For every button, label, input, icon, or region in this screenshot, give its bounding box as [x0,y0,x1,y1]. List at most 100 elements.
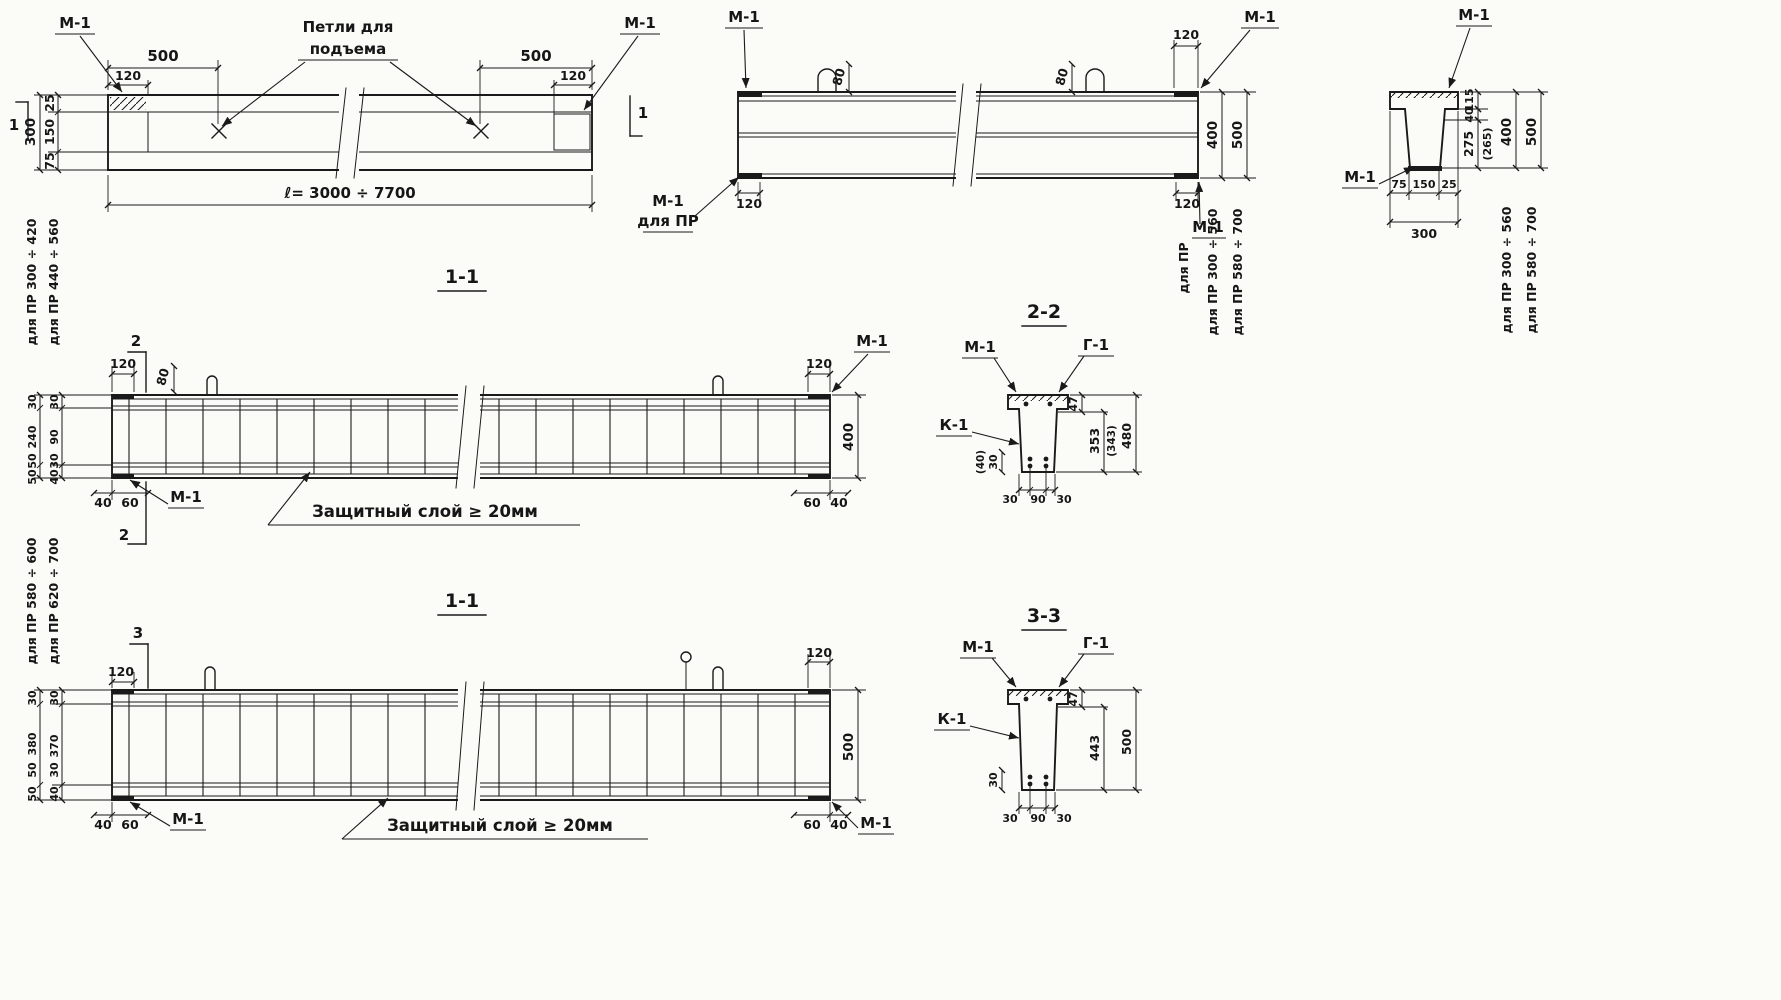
break-line [473,385,485,489]
lifting-loops-label-line2: подъема [310,40,387,58]
bot-cut-markers: 3 [129,624,149,689]
elev-dim-500: 500 [1230,121,1246,149]
s22-dim-47: 47 [1067,396,1080,411]
bot-left-inner-dim-3: 30 [48,762,61,778]
plan-dimensions: 500 120 500 120 25 150 75 300 ℓ= 3000 ÷ … [23,47,596,212]
mid-dim-40-bottom-left: 40 [94,495,112,510]
bot-dim-40-bottom-right: 40 [830,817,848,832]
bot-left-outer-dim-2: 380 [26,732,39,755]
bot-range-a-label: для ПР 580 ÷ 600 [24,537,39,664]
embed-plate [112,690,134,694]
bot-left-outer-dim-3: 50 [26,762,39,778]
rebar-dot [1047,401,1053,407]
s22-dimensions: 47 353 (343) 480 30 (40) 30 90 30 [975,391,1142,506]
cut-number: 1 [9,116,19,134]
cross-m1-left: М-1 [1344,168,1376,186]
cross-section-labels: М-1 М-1 [1342,6,1492,189]
bot-left-inner-dim-4: 40 [48,786,61,802]
s22-dim-353: 353 [1087,428,1102,454]
cross-dim-400: 400 [1499,118,1515,146]
bot-range-b-label: для ПР 620 ÷ 700 [46,537,61,664]
s33-dim-30-left: 30 [987,772,1000,788]
plan-dim-300: 300 [23,118,39,146]
mid-dim-60-bottom-right: 60 [803,495,821,510]
cut-number-2-bottom: 2 [119,526,129,544]
s33-dim-443: 443 [1087,735,1102,761]
s22-g1-label: Г-1 [1083,336,1109,354]
cross-section-outline [1389,91,1459,171]
plan-beam-outline [107,87,593,179]
cross-dim-115: 115 [1463,89,1476,112]
cross-dim-25: 25 [1441,178,1456,191]
mid-dimensions: 120 80 120 400 30 240 50 50 30 90 30 40 … [24,218,866,510]
plan-dim-500-left: 500 [147,47,178,65]
cross-section-view: 115 40 275 (265) 400 500 для ПР 300 ÷ 56… [1342,6,1548,333]
section-cut-marker-1-right: 1 [629,95,648,137]
bot-labels: М-1 Защитный слой ≥ 20мм М-1 [129,797,894,840]
elev-dim-120-bottom-right: 120 [1174,196,1200,211]
bot-dim-120-right: 120 [806,645,832,660]
s33-dimensions: 47 443 500 30 30 90 30 [987,686,1142,825]
cross-embed-plate-hatch [1390,92,1458,98]
lifting-loop [712,375,724,396]
break-line [353,87,365,179]
embed-plate [1174,92,1198,97]
embed-plate [738,92,762,97]
elev-m1-top-right: М-1 [1244,8,1276,26]
section-1-1-mid-view: 1-1 2 2 [24,218,890,545]
rebar-dot [1043,781,1049,787]
cross-dim-275: 275 [1461,131,1476,157]
bot-dim-60-bottom-left: 60 [121,817,139,832]
elev-m1-top-left: М-1 [728,8,760,26]
elev-dim-120-bottom-left: 120 [736,196,762,211]
plan-m1-left-label: М-1 [59,14,91,32]
rebar-dot [1043,456,1049,462]
s33-dim-90-bottom: 90 [1030,812,1046,825]
rebar-dot [1027,456,1033,462]
s33-dim-500: 500 [1119,729,1134,755]
elev-dim-400: 400 [1205,121,1221,149]
elevation-view: 80 80 120 120 120 400 500 для ПР 300 ÷ 5… [637,8,1279,335]
cross-dim-265-alt: (265) [1481,127,1494,160]
cut-number-3-top: 3 [133,624,143,642]
s22-dim-30-bottom-2: 30 [1056,493,1072,506]
s22-dim-343-alt: (343) [1106,425,1118,457]
lifting-loop-end-view [680,651,692,663]
cross-dim-75: 75 [1391,178,1406,191]
mid-dim-80: 80 [153,366,172,387]
rebar-dot [1027,463,1033,469]
bot-m1-bottom-left: М-1 [172,810,204,828]
rebar-dot [1027,774,1033,780]
plan-right-pocket [553,113,591,151]
cut-number-2-top: 2 [131,332,141,350]
plan-dim-150: 150 [42,119,57,145]
elev-dim-120-top-right: 120 [1173,27,1199,42]
mid-dim-120-left: 120 [110,356,136,371]
mid-range-a-label: для ПР 300 ÷ 420 [24,218,39,345]
elev-range-400-label: для ПР 300 ÷ 560 [1205,208,1220,335]
s22-k1-label: К-1 [940,416,969,434]
rebar-dot [1047,696,1053,702]
embed-plate [808,690,830,694]
mid-left-outer-dim-4: 50 [26,469,39,485]
s22-labels: М-1 Г-1 К-1 [936,336,1114,446]
plan-m1-right-label: М-1 [624,14,656,32]
embed-plate [808,395,830,399]
plan-view: 500 120 500 120 25 150 75 300 ℓ= 3000 ÷ … [9,14,660,212]
s33-dim-30-bottom-2: 30 [1056,812,1072,825]
mid-left-inner-dim-2: 90 [48,429,61,445]
cross-bottom-plate [1408,166,1442,171]
mid-left-inner-dim-4: 40 [48,469,61,485]
cross-m1-top: М-1 [1458,6,1490,24]
cross-dim-300: 300 [1411,226,1437,241]
cross-range-400-label: для ПР 300 ÷ 560 [1499,206,1514,333]
lifting-loop [817,68,837,93]
s22-dim-90-bottom: 90 [1030,493,1046,506]
s33-dim-30-bottom-1: 30 [1002,812,1018,825]
bot-m1-bottom-right: М-1 [860,814,892,832]
mid-labels: М-1 М-1 Защитный слой ≥ 20мм [129,332,890,526]
lifting-loops-label-line1: Петли для [303,18,394,36]
s22-dim-30-bottom-1: 30 [1002,493,1018,506]
cut-number: 1 [638,104,648,122]
plan-dim-75: 75 [42,152,57,169]
